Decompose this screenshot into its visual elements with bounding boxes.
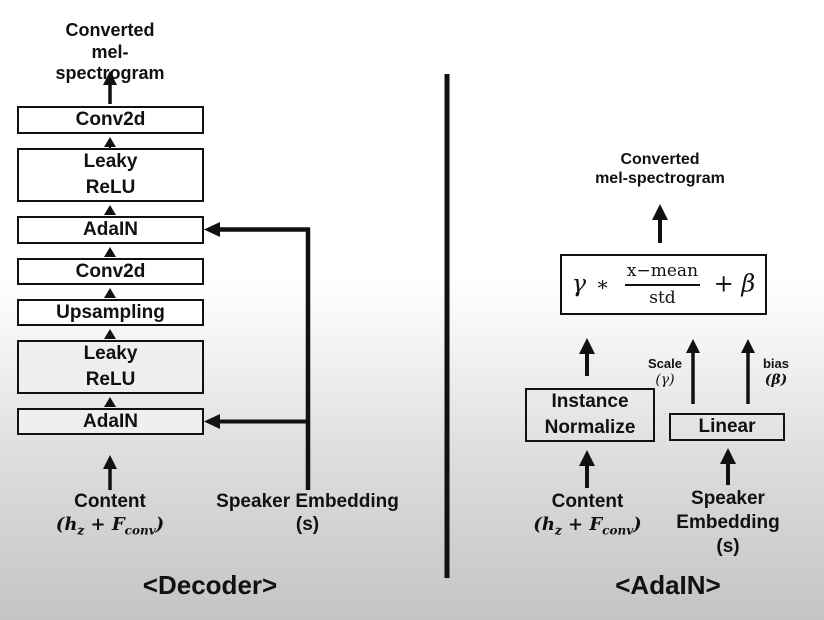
speaker-label-text: Speaker Embedding (216, 491, 399, 512)
sub-z: z (77, 523, 85, 538)
decoder-layer-adain-bottom: AdaIN (17, 408, 204, 435)
layer-label-line2: ReLU (85, 177, 136, 198)
decoder-caption: <Decoder> (142, 570, 278, 600)
layer-label: Conv2d (75, 260, 146, 282)
layer-label: Upsampling (56, 301, 165, 323)
scale-label-text: Scale (648, 356, 682, 371)
decoder-output-label-line2: mel-spectrogram (55, 41, 165, 84)
decoder-inter-layer-arrows (104, 137, 116, 407)
layer-label: Conv2d (75, 109, 146, 131)
scale-label: Scale (γ) (640, 356, 690, 388)
speaker-line2: Embedding (676, 511, 780, 533)
decoder-layer-upsampling: Upsampling (17, 299, 204, 326)
bias-label-text: bias (762, 356, 789, 371)
var-h: h (64, 513, 78, 535)
numerator: x−mean (624, 260, 701, 286)
speaker-line1: Speaker (691, 488, 765, 509)
layer-label-line1: Leaky (83, 343, 138, 365)
paren-close: ) (155, 513, 165, 535)
bias-label: bias (β) (756, 356, 796, 388)
linear-label: Linear (698, 416, 756, 438)
paren-close: ) (633, 513, 642, 535)
plus-symbol: + (713, 269, 734, 297)
decoder-layer-leaky-relu-top: Leaky ReLU (17, 148, 204, 202)
instance-normalize-box: Instance Normalize (525, 388, 655, 442)
decoder-speaker-label: Speaker Embedding (s) (200, 491, 415, 537)
content-label-text: Content (551, 491, 624, 512)
paren-open: ( (533, 513, 542, 535)
plus: + (561, 513, 590, 535)
decoder-content-label: Content (hz + Fconv) (30, 491, 190, 538)
sub-conv: conv (602, 523, 634, 538)
decoder-layer-leaky-relu-bottom: Leaky ReLU (17, 340, 204, 394)
fraction: x−mean std (624, 260, 701, 310)
layer-label: AdaIN (83, 219, 138, 241)
content-formula: (hz + Fconv) (510, 514, 665, 538)
layer-label-line1: Leaky (83, 151, 138, 173)
speaker-symbol: (s) (295, 513, 320, 535)
sub-conv: conv (124, 523, 156, 538)
adain-content-label: Content (hz + Fconv) (510, 491, 665, 538)
adain-formula-box: γ ∗ x−mean std + β (560, 254, 767, 315)
speaker-symbol: (s) (716, 535, 740, 557)
speaker-embedding-connector (204, 222, 311, 490)
decoder-output-label: Converted mel-spectrogram (40, 20, 180, 85)
sub-z: z (554, 523, 562, 538)
var-f: F (589, 513, 603, 535)
gamma-symbol: γ (571, 269, 587, 297)
content-label-text: Content (74, 491, 146, 512)
var-h: h (541, 513, 555, 535)
scale-symbol: (γ) (655, 371, 675, 388)
instance-normalize-line2: Normalize (544, 417, 636, 438)
layer-label: AdaIN (83, 410, 138, 432)
var-f: F (111, 513, 125, 535)
adain-output-label-line2: mel-spectrogram (595, 170, 725, 188)
adain-output-label-line1: Converted (620, 151, 700, 168)
adain-output-label: Converted mel-spectrogram (585, 150, 735, 188)
decoder-layer-conv2d-mid: Conv2d (17, 258, 204, 285)
linear-box: Linear (669, 413, 785, 441)
plus: + (84, 513, 112, 535)
times-symbol: ∗ (595, 272, 610, 296)
bias-symbol: (β) (764, 371, 788, 388)
decoder-layer-conv2d-top: Conv2d (17, 106, 204, 134)
denominator: std (649, 287, 676, 308)
instance-normalize-line1: Instance (551, 391, 629, 413)
decoder-layer-adain-top: AdaIN (17, 216, 204, 244)
decoder-output-label-line1: Converted (65, 20, 155, 40)
paren-open: ( (55, 513, 65, 535)
content-formula: (hz + Fconv) (30, 514, 190, 538)
adain-caption: <AdaIN> (615, 570, 721, 600)
beta-symbol: β (741, 269, 756, 297)
layer-label-line2: ReLU (85, 369, 136, 390)
adain-speaker-label: Speaker Embedding (s) (663, 487, 793, 558)
adain-formula: γ ∗ x−mean std + β (572, 260, 756, 310)
